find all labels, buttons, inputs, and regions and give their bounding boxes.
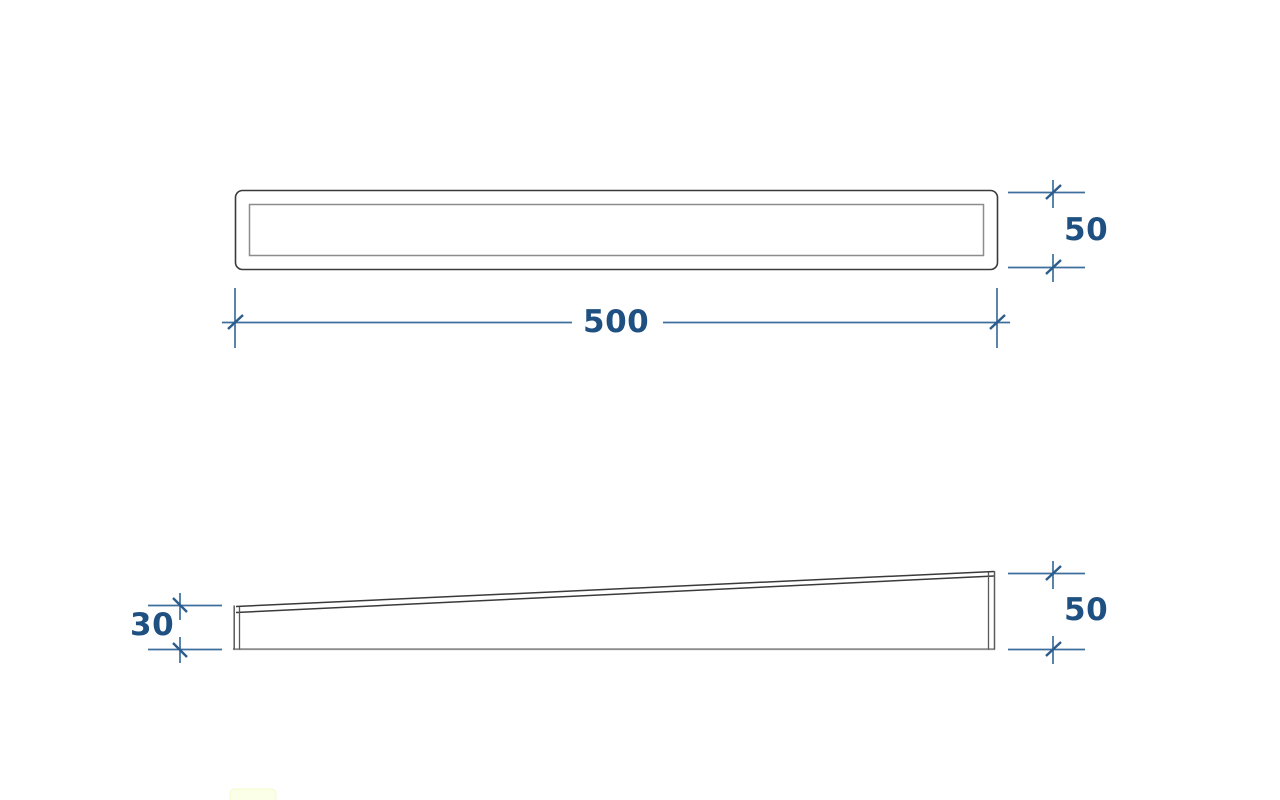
dim-side50-tick-lower (1045, 641, 1062, 657)
dimension-length-500[interactable] (222, 288, 1010, 348)
dimension-label-height-side-left: 30 (130, 607, 175, 643)
dim-500-tick-left (227, 314, 244, 330)
dim-top50-tick-lower (1045, 259, 1062, 275)
dim-30-tick-lower (172, 642, 188, 658)
dimension-label-height-top: 50 (1064, 212, 1109, 248)
side-view-geometry (233, 570, 996, 651)
bottom-edge-highlight (229, 788, 277, 800)
side-view-top-slope-near (235, 575, 995, 614)
dimension-height-top-50[interactable] (1008, 180, 1085, 282)
top-view-geometry (234, 189, 999, 271)
side-view-top-slope-far (235, 570, 995, 608)
dim-30-tick-upper (172, 597, 188, 613)
dim-top50-tick-upper (1045, 184, 1062, 200)
bottom-edge-highlight-shape (229, 788, 277, 800)
top-view-inner-rect (248, 203, 985, 257)
dimension-label-height-side-right: 50 (1064, 592, 1109, 628)
dimension-label-length: 500 (583, 304, 650, 340)
dimension-height-side-50[interactable] (1008, 561, 1085, 664)
dim-500-tick-right (989, 314, 1006, 330)
dimension-height-left-30[interactable] (148, 593, 222, 663)
dim-side50-tick-upper (1045, 565, 1062, 581)
